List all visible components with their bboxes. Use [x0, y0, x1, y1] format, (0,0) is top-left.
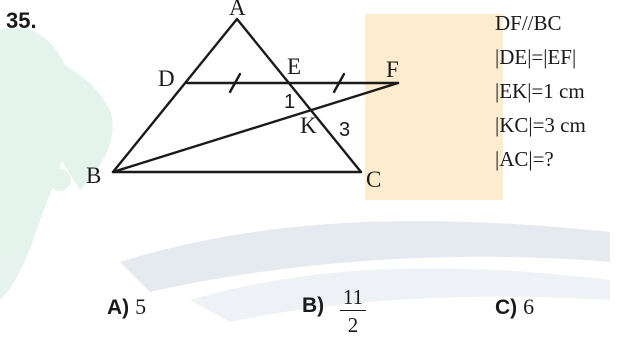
option-b-numerator: 11 [342, 285, 364, 309]
option-b-label: B) [302, 294, 325, 317]
segment-label-EK: 1 [284, 91, 295, 113]
given-line: |AC|=? [495, 147, 554, 171]
point-label-K: K [300, 113, 317, 138]
given-line: |EK|=1 cm [495, 79, 585, 103]
watermark-swoosh [120, 221, 610, 292]
option-a[interactable]: A)5 [107, 294, 146, 320]
point-label-D: D [158, 66, 175, 91]
option-b-denominator: 2 [347, 313, 359, 337]
point-label-B: B [86, 163, 101, 188]
point-label-C: C [366, 167, 381, 192]
segment-label-KC: 3 [339, 119, 350, 141]
watermark-orange-block [365, 14, 503, 200]
option-a-label: A) [107, 296, 130, 319]
question-number: 35. [6, 8, 37, 33]
segment-AB [111, 17, 239, 174]
fraction-bar [340, 310, 366, 311]
tick-mark-DE [228, 72, 242, 94]
option-c[interactable]: C)6 [495, 294, 534, 320]
point-label-F: F [386, 57, 399, 82]
option-b-fraction: 11 2 [340, 286, 366, 336]
option-a-value: 5 [135, 294, 147, 319]
option-b[interactable]: B) [302, 294, 324, 318]
point-label-E: E [287, 54, 301, 79]
option-c-label: C) [495, 296, 518, 319]
option-c-value: 6 [523, 294, 535, 319]
segment-BF [111, 81, 400, 174]
given-info: DF//BC |DE|=|EF| |EK|=1 cm |KC|=3 cm |AC… [495, 6, 586, 176]
watermark-tree [0, 27, 113, 300]
tick-mark-EF [332, 72, 346, 94]
given-line: DF//BC [495, 11, 562, 35]
given-line: |DE|=|EF| [495, 45, 577, 69]
given-line: |KC|=3 cm [495, 113, 586, 137]
point-label-A: A [229, 0, 246, 20]
segment-AC [235, 17, 363, 174]
